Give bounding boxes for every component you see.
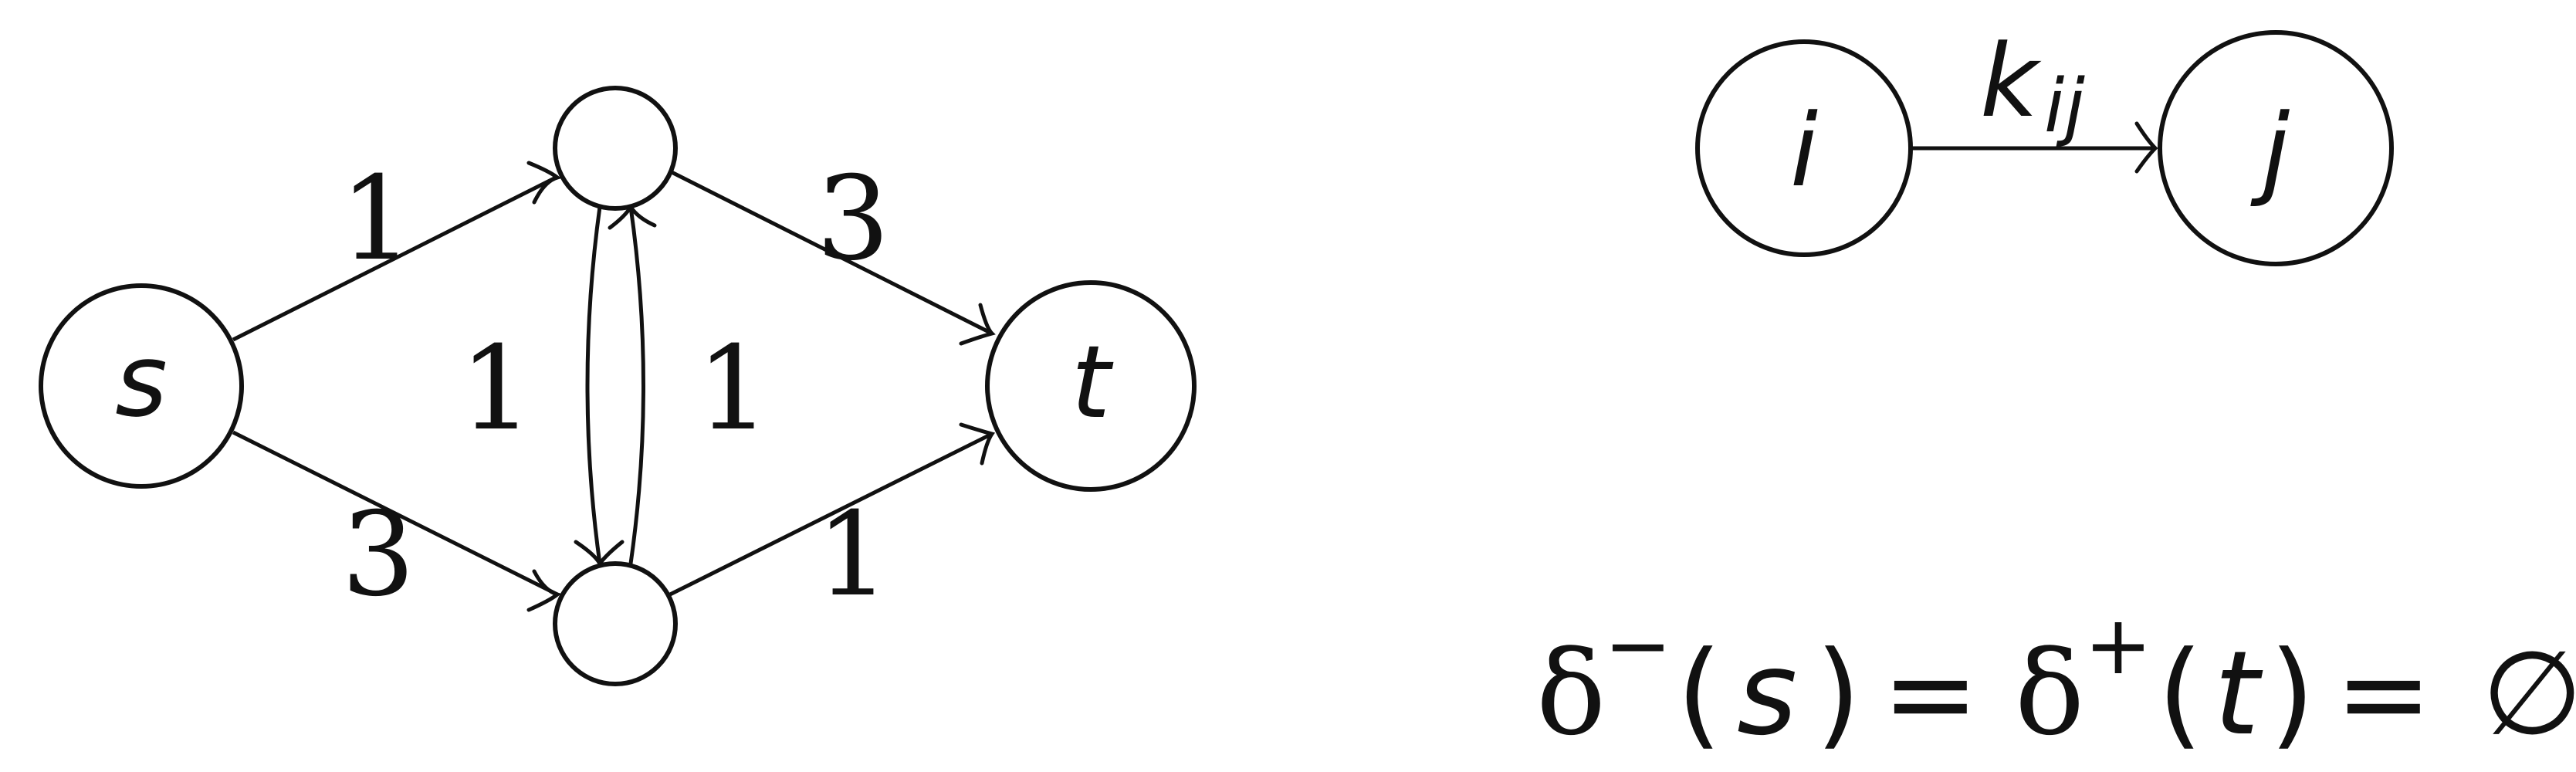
legend-edge [1912, 121, 2158, 174]
edge-bottom-top [608, 203, 657, 564]
edge-bottom-t [669, 422, 996, 597]
formula-equals-2: = [2335, 627, 2432, 761]
edge-legend: i j k ij [1695, 22, 2394, 266]
legend-node-tail: i [1695, 39, 1913, 257]
node-sink-label: t [1071, 323, 1114, 441]
legend-node-tail-label: i [1790, 92, 1818, 209]
formula-plus-sup: + [2084, 598, 2152, 692]
formula-delta-2: δ [2015, 627, 2084, 761]
formula-close-2: ) [2270, 627, 2315, 761]
weight-s-top: 1 [340, 152, 413, 286]
formula-open-1: ( [1677, 627, 1722, 761]
flow-network: s t 1 3 3 1 1 1 [39, 86, 1197, 686]
node-top [553, 86, 678, 211]
weight-s-bottom: 3 [341, 488, 415, 622]
node-source: s [39, 283, 244, 489]
edge-top-t [669, 169, 996, 346]
weight-top-bottom: 1 [459, 322, 533, 456]
legend-capacity-base: k [1980, 22, 2042, 140]
formula-open-2: ( [2158, 627, 2203, 761]
formula-empty-set: ∅ [2482, 627, 2576, 761]
weight-bottom-top: 1 [696, 322, 770, 456]
boundary-formula: δ − ( s ) = δ + ( t ) = ∅ [1536, 598, 2576, 761]
formula-minus-sup: − [1604, 598, 1672, 692]
weight-top-t: 3 [816, 152, 889, 286]
node-bottom [553, 561, 678, 686]
formula-var-s: s [1737, 627, 1797, 761]
legend-capacity: k ij [1980, 22, 2085, 149]
formula-close-1: ) [1816, 627, 1861, 761]
legend-node-head: j [2158, 30, 2394, 266]
edge-top-bottom [574, 206, 625, 567]
formula-equals-1: = [1882, 627, 1979, 761]
weight-bottom-t: 1 [816, 488, 889, 622]
edge-s-bottom [232, 430, 562, 612]
edge-s-top [232, 161, 562, 342]
node-sink: t [985, 280, 1197, 492]
node-source-label: s [115, 322, 168, 439]
formula-var-t: t [2214, 627, 2263, 761]
legend-capacity-sub: ij [2044, 64, 2085, 149]
formula-delta-1: δ [1536, 627, 1606, 761]
